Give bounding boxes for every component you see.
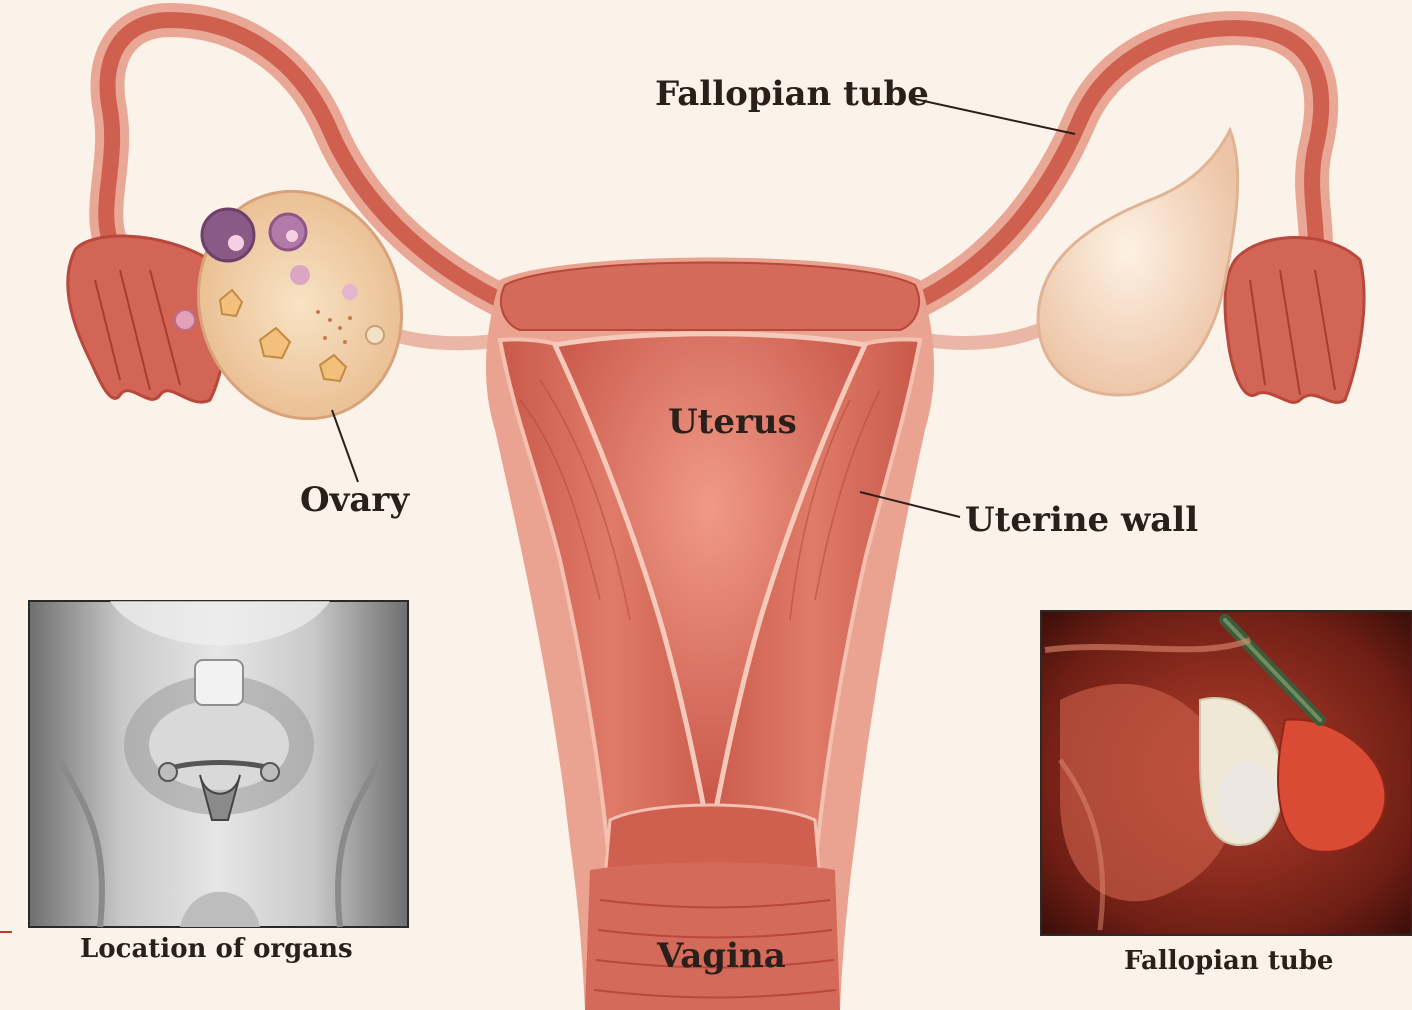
photo-caption: Fallopian tube (1124, 946, 1333, 976)
location-caption: Location of organs (80, 934, 353, 964)
ovary-label: Ovary (300, 480, 409, 520)
right-ovarian-ligament (925, 330, 1040, 343)
location-inset (29, 601, 408, 927)
uterus-label: Uterus (668, 402, 797, 442)
fallopian-tube-label: Fallopian tube (655, 74, 929, 114)
fallopian-tube-photo-inset (1041, 611, 1412, 935)
ovary-leader (332, 410, 358, 482)
vagina-label: Vagina (657, 936, 786, 976)
fallopian-tube-leader (910, 98, 1075, 134)
uterus-body (486, 258, 934, 1010)
uterine-wall-label: Uterine wall (965, 500, 1198, 540)
left-ovarian-ligament (395, 335, 500, 343)
